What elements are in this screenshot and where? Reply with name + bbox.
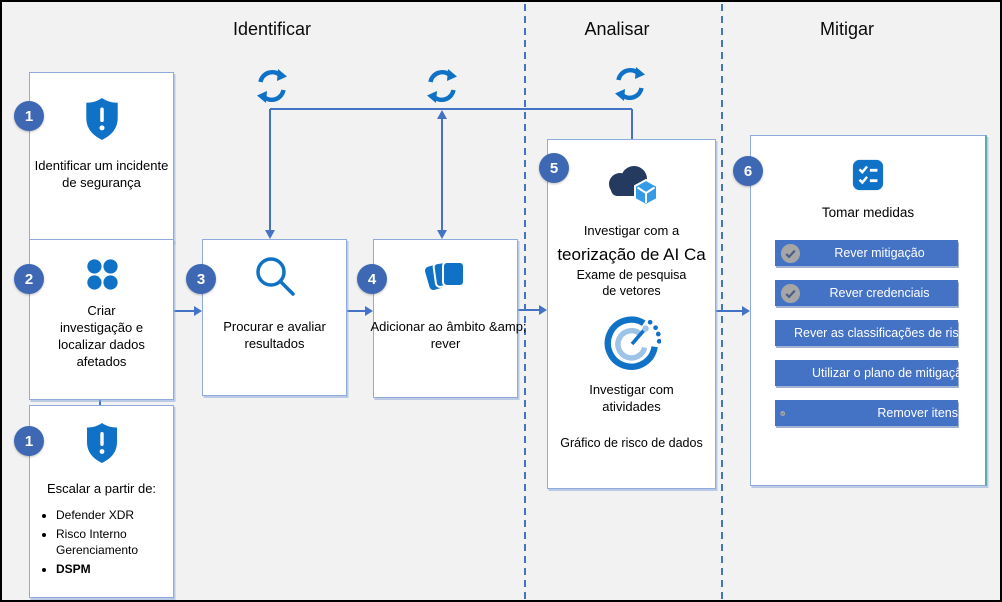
phase-title-mitigate: Mitigar [819, 19, 874, 39]
investigate-label-1: Investigar com a [583, 223, 680, 238]
node-investigate: Investigar com a teorização de AI Ca Exa… [547, 139, 716, 489]
node-label-line: rever [430, 336, 461, 351]
step-badge-4: 4 [357, 264, 387, 294]
node-identify-incident: Identificar um incidente de segurança [29, 72, 174, 243]
node-take-action: Tomar medidas Rever mitigação Rever cred… [750, 135, 987, 486]
sync-icon [257, 69, 287, 103]
step-badge-escalate: 1 [14, 426, 44, 456]
node-label-line: Identificar um incidente [34, 158, 169, 173]
escalate-source-list: Defender XDR Risco Interno Gerenciamento… [30, 507, 156, 580]
investigate-label-6: atividades [602, 399, 661, 414]
node-label-line: resultados [244, 336, 305, 351]
security-shield-icon [85, 98, 118, 140]
sync-icon [427, 69, 457, 103]
step-badge-2: 2 [14, 264, 44, 294]
phase-title-analyze: Analisar [584, 19, 650, 39]
action-button-stack: Rever mitigação Rever credenciais Rever … [775, 240, 972, 440]
security-shield-icon [86, 423, 117, 463]
node-label-line: investigação e [59, 320, 144, 335]
investigate-label-4: de vetores [602, 284, 661, 298]
arrowhead [194, 306, 202, 316]
action-button-review-mitigation: Rever mitigação [775, 240, 958, 266]
action-button-review-credentials: Rever credenciais [775, 280, 958, 306]
step-badge-1: 1 [14, 101, 44, 131]
activity-gauge-icon [604, 316, 661, 370]
node-search-evaluate: Procurar e avaliar resultados [202, 239, 347, 396]
step-badge-5: 5 [539, 153, 569, 183]
node-label-line: Criar [87, 303, 116, 318]
check-circle-icon [780, 243, 801, 263]
action-button-review-classifications: Rever as classificações de risco [775, 320, 972, 346]
check-circle-icon [780, 283, 801, 303]
step-badge-3: 3 [186, 264, 216, 294]
layers-stack-icon [424, 260, 465, 291]
investigate-label-2: teorização de AI Ca [557, 245, 706, 264]
task-checklist-icon [852, 159, 884, 191]
arrowhead [437, 110, 447, 119]
arrowhead [539, 305, 547, 315]
search-icon [255, 257, 295, 296]
node-add-scope: Adicionar ao âmbito &amp; rever [370, 239, 527, 398]
action-button-use-mitigation-plan: Utilizar o plano de mitigação [775, 360, 969, 386]
arrowhead [265, 230, 275, 239]
node-label-line: Procurar e avaliar [223, 319, 326, 334]
node-label-line: afetados [76, 354, 127, 369]
action-button-remove-items: Remover itens [775, 400, 958, 426]
node-label-line: Adicionar ao âmbito &amp; [370, 319, 527, 334]
ai-cloud-cube-icon [608, 166, 658, 207]
escalate-source: Risco Interno Gerenciamento [56, 526, 156, 558]
phase-title-identify: Identificar [232, 19, 312, 39]
arrowhead [437, 230, 447, 239]
node-create-investigation: Criar investigação e localizar dados afe… [29, 239, 174, 400]
sync-icon [615, 67, 645, 101]
arrowhead [742, 306, 750, 316]
investigate-label-7: Gráfico de risco de dados [560, 436, 703, 450]
node-label-line: de segurança [62, 175, 141, 190]
arrowhead [365, 306, 373, 316]
step-badge-6: 6 [733, 156, 763, 186]
take-action-title: Tomar medidas [821, 205, 915, 220]
escalate-source: Defender XDR [56, 507, 156, 523]
dots-grid-icon [86, 259, 118, 290]
investigate-label-5: Investigar com [589, 382, 674, 397]
node-label-line: localizar dados [58, 337, 145, 352]
investigate-label-3: Exame de pesquisa [576, 268, 687, 282]
node-escalate-from: Escalar a partir de: Defender XDR Risco … [29, 405, 174, 598]
check-circle-icon [780, 410, 786, 416]
escalate-title: Escalar a partir de: [46, 481, 157, 496]
escalate-source: DSPM [56, 561, 156, 577]
